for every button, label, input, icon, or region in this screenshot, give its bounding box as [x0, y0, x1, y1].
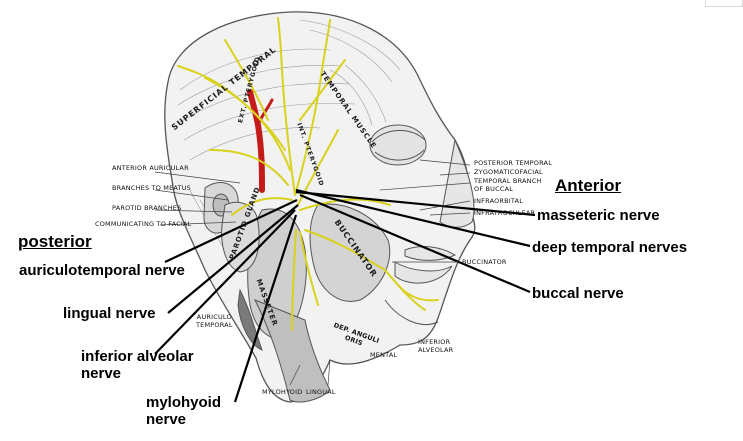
label-infraorbital: INFRAORBITAL	[474, 197, 524, 205]
label-lingual-small: LINGUAL	[306, 388, 336, 396]
label-temporal-branch-of-buccal: TEMPORAL BRANCH OF BUCCAL	[474, 177, 542, 194]
label-anterior-auricular: ANTERIOR AURICULAR	[112, 164, 189, 172]
label-inferior-alveolar-nerve: inferior alveolar nerve	[81, 348, 194, 383]
buccinator-muscle	[309, 203, 391, 302]
label-infratrochlear: INFRATROCHLEAR	[474, 209, 536, 217]
label-buccal-nerve: buccal nerve	[532, 285, 624, 302]
label-temporal-branch-line1: TEMPORAL BRANCH	[474, 177, 542, 185]
nerve-branches	[177, 17, 439, 331]
label-inferior-alveolar-line2: nerve	[81, 365, 122, 383]
label-auriculotemporal-nerve: auriculotemporal nerve	[19, 262, 185, 279]
label-inferior-alveolar-small-line1: INFERIOR	[418, 338, 451, 346]
label-mylohyoid-line1: mylohyoid	[146, 394, 222, 411]
label-buccinator-small: BUCCINATOR	[462, 258, 507, 266]
label-mental: MENTAL	[370, 351, 398, 359]
label-inferior-alveolar-small: INFERIOR ALVEOLAR	[418, 338, 454, 355]
label-communicating-to-facial: COMMUNICATING TO FACIAL	[95, 220, 192, 228]
label-branches-to-meatus: BRANCHES TO MEATUS	[112, 184, 192, 192]
label-auriculo-line1: AURICULO	[196, 313, 232, 321]
label-deep-temporal-nerves: deep temporal nerves	[532, 239, 688, 256]
label-inferior-alveolar-line1: inferior alveolar	[81, 348, 194, 365]
corner-frame	[705, 0, 743, 7]
label-auriculo-line2: TEMPORAL	[196, 320, 233, 329]
label-mylohyoid-line2: nerve	[146, 411, 187, 429]
label-posterior-temporal: POSTERIOR TEMPORAL	[474, 159, 553, 167]
label-zygomaticofacial: ZYGOMATICOFACIAL	[474, 168, 543, 176]
pointer-lines	[154, 188, 536, 403]
eye	[369, 124, 427, 166]
label-inferior-alveolar-small-line2: ALVEOLAR	[418, 345, 454, 354]
label-parotid-branches: PAROTID BRANCHES	[112, 204, 182, 212]
label-anterior: Anterior	[555, 176, 622, 195]
leader-lines	[154, 159, 471, 386]
label-temporal-branch-line2: OF BUCCAL	[474, 184, 514, 193]
label-posterior: posterior	[18, 232, 92, 251]
label-mylohyoid-nerve: mylohyoid nerve	[146, 394, 221, 429]
label-lingual-nerve: lingual nerve	[63, 305, 156, 322]
label-masseteric-nerve: masseteric nerve	[537, 207, 660, 224]
label-mylohyoid-small: MYLOHYOID	[262, 388, 303, 396]
label-auriculo-temporal: AURICULO TEMPORAL	[196, 313, 233, 330]
